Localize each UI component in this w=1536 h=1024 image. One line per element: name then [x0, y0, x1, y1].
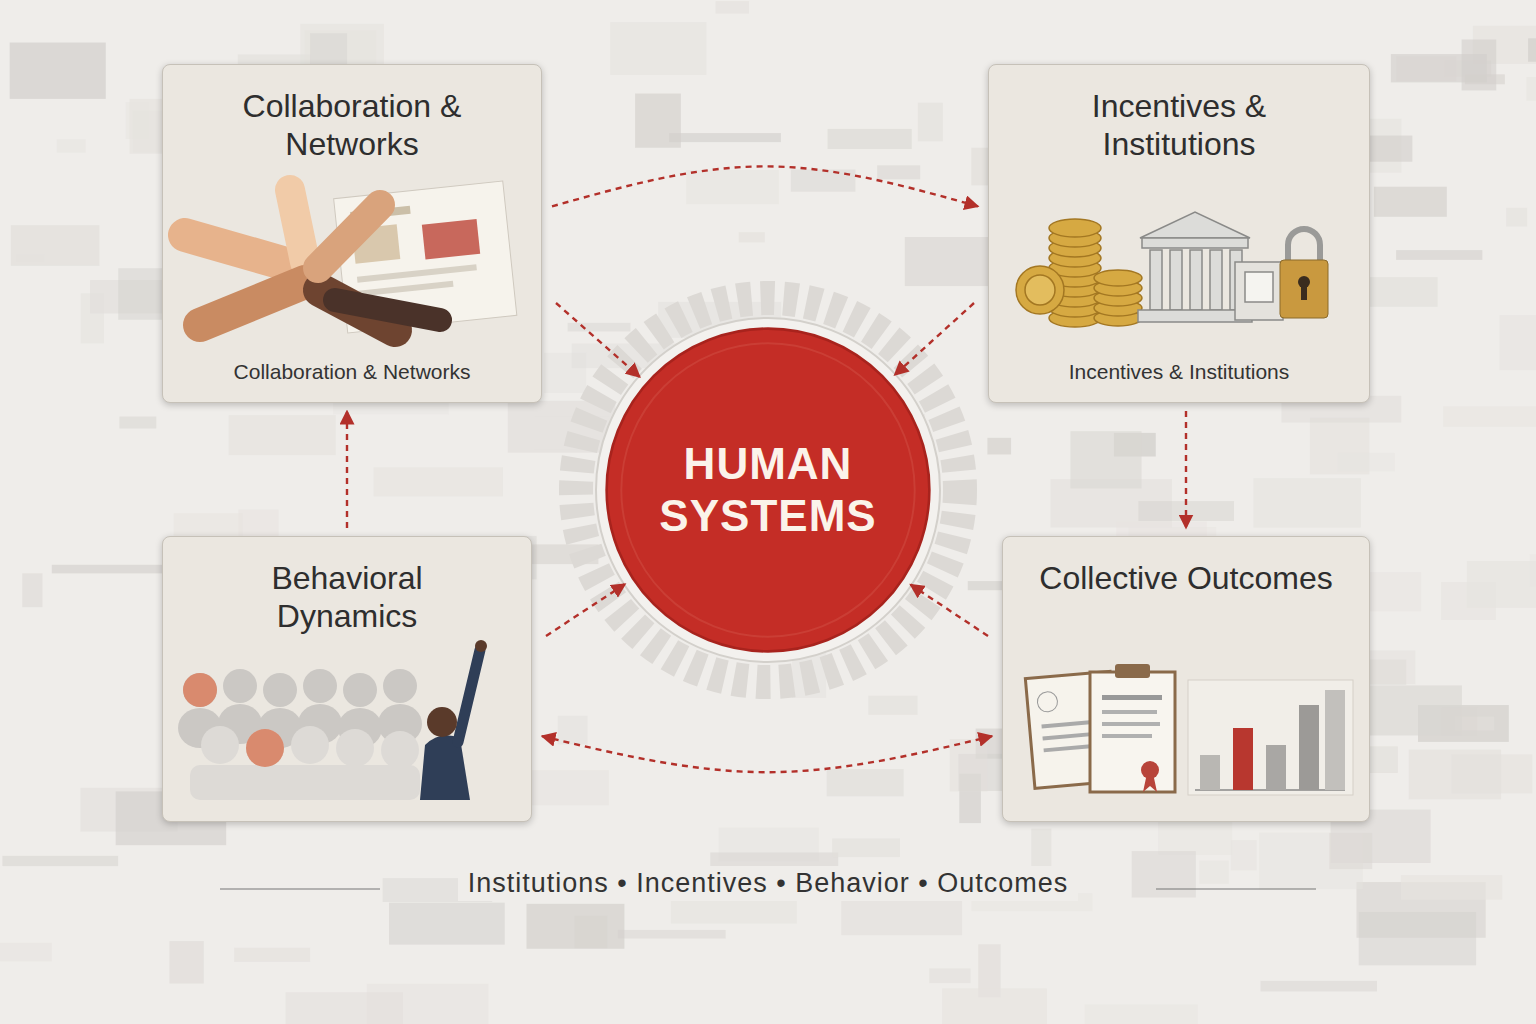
texture-patch: [1329, 833, 1372, 869]
texture-patch: [1401, 875, 1502, 900]
texture-patch: [828, 129, 912, 149]
texture-patch: [1462, 39, 1497, 90]
texture-patch: [1253, 478, 1361, 527]
texture-patch: [1506, 208, 1527, 227]
texture-patch: [868, 696, 917, 715]
texture-patch: [10, 43, 106, 99]
dashed-arrow: [346, 411, 348, 528]
box-heading: Collective Outcomes: [1039, 559, 1332, 597]
texture-patch: [1374, 187, 1447, 217]
caption-row: Institutions • Incentives • Behavior • O…: [0, 866, 1536, 901]
texture-patch: [1528, 38, 1536, 61]
texture-patch: [716, 1, 749, 13]
texture-patch: [2, 856, 118, 866]
box-heading: Collaboration & Networks: [202, 87, 502, 164]
circle-sheen: [621, 343, 914, 636]
padlock: [1280, 229, 1328, 318]
topic-box: Behavioral Dynamics: [162, 536, 532, 822]
incentives-illustration: [1016, 212, 1328, 327]
texture-patch: [1362, 572, 1421, 611]
texture-patch: [1527, 77, 1536, 101]
circle-outline: [605, 327, 931, 653]
crowd-illustration: [178, 640, 487, 800]
outcomes-illustration: [1025, 664, 1353, 795]
topic-box: Collective Outcomes: [1002, 536, 1370, 822]
caption-rule: [220, 888, 380, 889]
center-circle: HUMAN SYSTEMS: [605, 327, 931, 653]
texture-patch: [929, 968, 970, 983]
texture-patch: [877, 165, 920, 179]
raised-hand-figure: [420, 640, 487, 800]
dashed-arrow: [546, 584, 625, 636]
texture-patch: [669, 133, 781, 142]
texture-patch: [987, 438, 1011, 455]
caption-rule: [1156, 888, 1316, 889]
texture-patch: [942, 988, 1047, 1024]
topic-box: Collaboration & NetworksCollaboration & …: [162, 64, 542, 403]
texture-patch: [234, 948, 310, 962]
texture-patch: [739, 232, 765, 242]
texture-patch: [1199, 861, 1228, 884]
dashed-arrow: [552, 166, 978, 206]
texture-patch: [1085, 1004, 1198, 1024]
dashed-arrow: [895, 303, 974, 375]
texture-patch: [1231, 840, 1257, 870]
texture-patch: [22, 573, 42, 607]
texture-patch: [119, 417, 156, 429]
texture-patch: [1337, 453, 1394, 471]
ring-inner: [596, 318, 940, 662]
dashed-arrow: [542, 736, 992, 772]
texture-patch: [1500, 315, 1536, 370]
texture-patch: [610, 22, 706, 75]
texture-patch: [286, 992, 403, 1024]
texture-patch: [686, 170, 779, 204]
box-heading: Incentives & Institutions: [1029, 87, 1329, 164]
texture-patch: [81, 293, 104, 343]
box-heading: Behavioral Dynamics: [197, 559, 497, 636]
texture-patch: [544, 353, 586, 393]
circle-fill: [607, 329, 930, 652]
box-caption: Collaboration & Networks: [234, 359, 471, 384]
texture-patch: [950, 739, 988, 791]
texture-patch: [389, 903, 505, 945]
texture-patch: [0, 943, 52, 962]
texture-patch: [832, 838, 900, 857]
texture-patch: [1070, 431, 1141, 488]
center-label: HUMAN SYSTEMS: [648, 438, 888, 542]
texture-patch: [558, 716, 588, 745]
texture-patch: [1132, 851, 1196, 897]
dashed-arrow: [1185, 411, 1187, 528]
texture-patch: [1443, 406, 1536, 427]
hands-illustration: [185, 181, 517, 333]
texture-patch: [1409, 750, 1501, 800]
texture-patch: [1441, 708, 1477, 735]
texture-patch: [11, 225, 100, 266]
dashed-arrow: [910, 585, 988, 636]
texture-patch: [568, 323, 631, 332]
texture-patch: [57, 139, 86, 152]
texture-patch: [310, 33, 347, 67]
texture-patch: [52, 565, 174, 574]
box-caption: Incentives & Institutions: [1069, 359, 1290, 384]
dashed-arrow: [556, 303, 640, 377]
texture-patch: [1441, 582, 1496, 620]
texture-patch: [229, 415, 336, 455]
texture-patch: [169, 941, 203, 983]
texture-patch: [526, 904, 624, 949]
texture-patch: [1530, 554, 1536, 586]
texture-patch: [1396, 250, 1482, 260]
texture-patch: [827, 769, 904, 796]
texture-patch: [374, 467, 503, 496]
diagram-caption: Institutions • Incentives • Behavior • O…: [458, 866, 1079, 901]
texture-patch: [918, 103, 943, 142]
topic-box: Incentives & InstitutionsIncentives & In…: [988, 64, 1370, 403]
gear-ring: [576, 298, 960, 682]
texture-patch: [618, 930, 726, 939]
texture-patch: [1261, 981, 1377, 992]
